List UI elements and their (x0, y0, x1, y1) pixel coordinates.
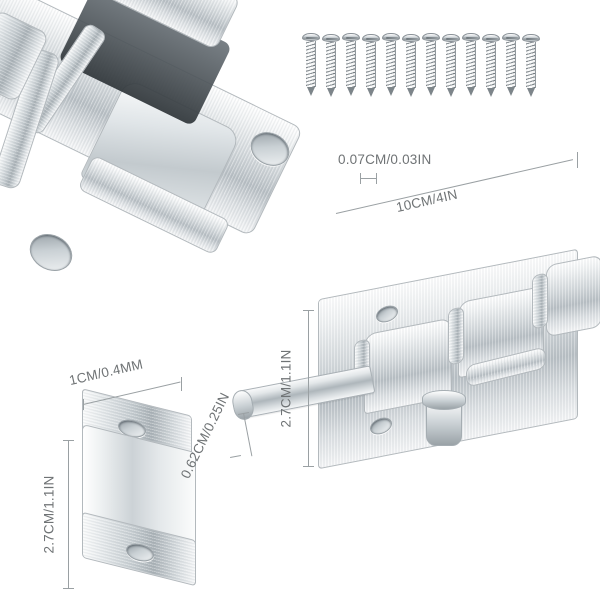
screw (502, 33, 520, 96)
dimension-keeper-height-label: 2.7CM/1.1IN (41, 475, 57, 554)
screw-shank (306, 41, 316, 87)
dimension-keeper-height-line (68, 440, 69, 588)
screw (482, 34, 500, 97)
screw-shank (406, 42, 416, 88)
screw-head (442, 34, 460, 42)
screw-head (302, 33, 320, 41)
screw-tip (327, 88, 335, 97)
screw (442, 34, 460, 97)
screw-head (402, 34, 420, 42)
screw-shank (326, 42, 336, 88)
screw-head (322, 34, 340, 42)
screw-tip (347, 87, 355, 96)
screw-shank (366, 42, 376, 88)
screw-shank (506, 41, 516, 87)
screw-shank (426, 41, 436, 87)
screw-tip (527, 88, 535, 97)
screw (362, 34, 380, 97)
screw (382, 33, 400, 96)
dimension-length-label: 10CM/4IN (394, 186, 459, 215)
screw-head (382, 33, 400, 41)
screw-tip (367, 88, 375, 97)
dimension-rod-diameter-line (243, 412, 253, 457)
screw-head (522, 34, 540, 42)
screw-tip (307, 87, 315, 96)
bolt-knob-collar (422, 390, 466, 410)
screw-head (342, 33, 360, 41)
screw-head (362, 34, 380, 42)
dimension-plate-height-label: 2.7CM/1.1IN (278, 349, 294, 428)
dimension-keeper-width-tick-left (83, 399, 84, 410)
dimension-keeper-width-tick-right (181, 377, 182, 391)
screw-head (502, 33, 520, 41)
dimension-thickness-line (360, 178, 376, 179)
dimension-keeper-height-tick-top (63, 440, 74, 441)
bolt-guide-strap-right (546, 254, 600, 338)
bolt-clip-2 (448, 306, 464, 366)
screw-shank (386, 41, 396, 87)
dimension-thickness-tick-right (376, 173, 377, 184)
screw-head (422, 33, 440, 41)
dimension-plate-height-tick-top (303, 310, 314, 311)
screw-head (482, 34, 500, 42)
macro-latch-photo (0, 0, 322, 310)
latch-plate-hole-2 (23, 227, 79, 278)
screw (462, 33, 480, 96)
screw-shank (446, 42, 456, 88)
screw (402, 34, 420, 97)
barrel-bolt-assembly (318, 248, 600, 470)
dimension-thickness-label: 0.07CM/0.03IN (338, 152, 432, 167)
dimension-plate-height-tick-bottom (303, 466, 314, 467)
screw (342, 33, 360, 96)
screw-shank (526, 42, 536, 88)
dimension-thickness-tick-left (360, 173, 361, 184)
screw (322, 34, 340, 97)
bolt-clip-3 (532, 272, 548, 330)
screw-tip (447, 88, 455, 97)
dimension-plate-height-line (308, 310, 309, 466)
screw-tip (427, 87, 435, 96)
screw-set (302, 33, 542, 113)
dimension-keeper-height-tick-bottom (63, 588, 74, 589)
screw (422, 33, 440, 96)
screw (522, 34, 540, 97)
dimension-length-tick-end (577, 152, 578, 168)
screw-tip (467, 87, 475, 96)
screw (302, 33, 320, 96)
screw-tip (487, 88, 495, 97)
screw-tip (387, 87, 395, 96)
screw-tip (407, 88, 415, 97)
screw-shank (466, 41, 476, 87)
screw-shank (486, 42, 496, 88)
dimension-keeper-width-label: 1CM/0.4MM (67, 356, 145, 388)
screw-head (462, 33, 480, 41)
dimension-rod-diameter-tick-bottom (230, 454, 241, 459)
screw-tip (507, 87, 515, 96)
screw-shank (346, 41, 356, 87)
